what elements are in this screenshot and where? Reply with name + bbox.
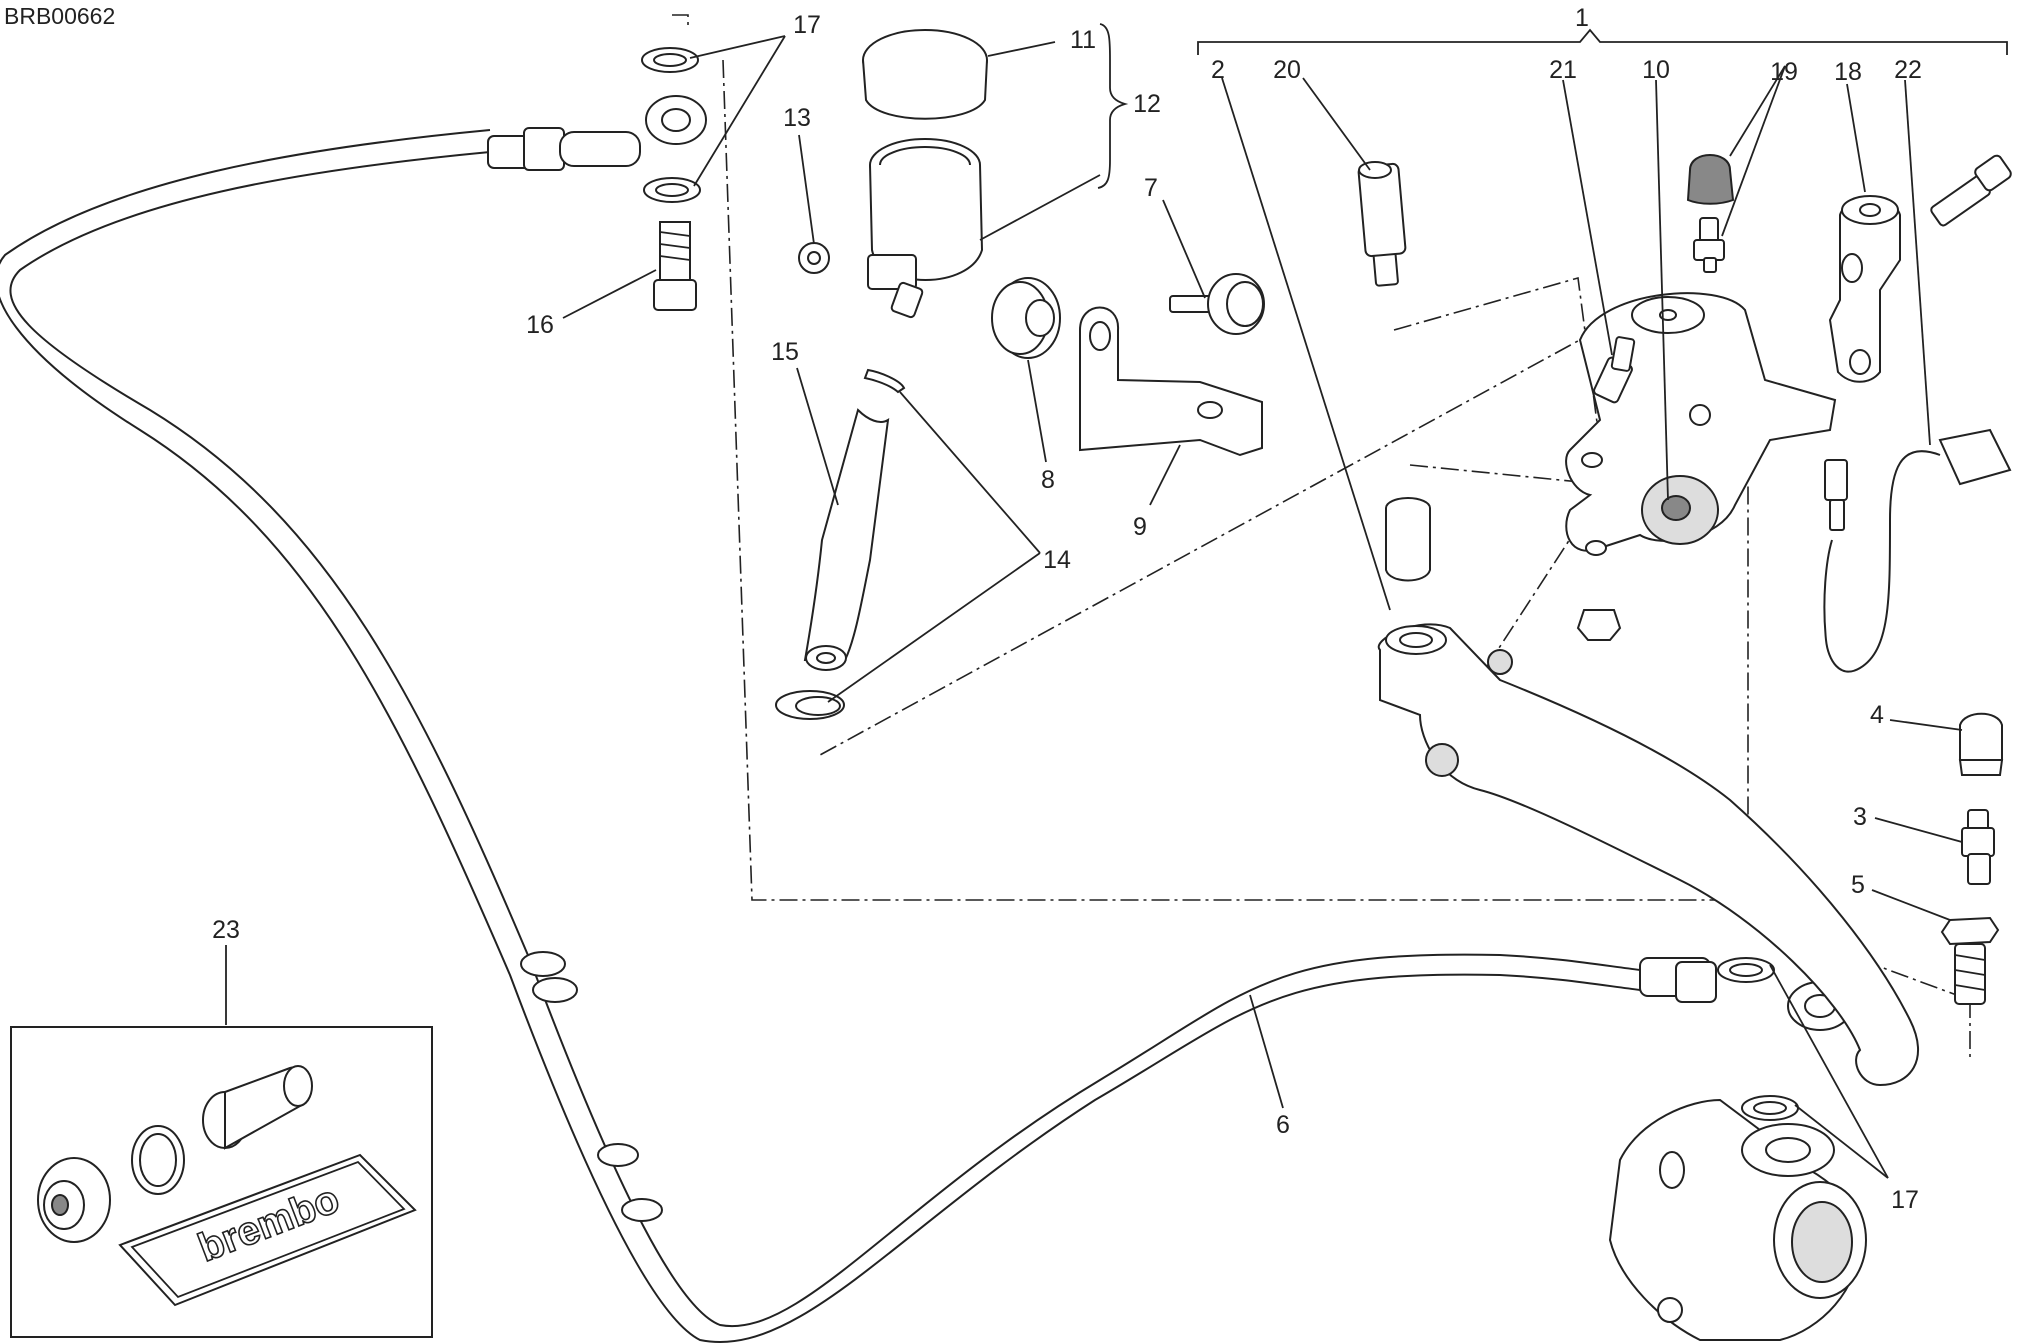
clamp-bolt [1930, 154, 2012, 227]
diagram-code: BRB00662 [4, 3, 115, 29]
callout-label: 2 [1211, 56, 1225, 84]
callout-label: 4 [1870, 701, 1884, 729]
callout-label: 8 [1041, 466, 1055, 494]
lever-switch-wire [1823, 428, 2012, 673]
callout-label: 23 [212, 916, 240, 944]
hose-fitting-upper [487, 95, 707, 171]
reservoir-cap [862, 29, 988, 120]
sealing-washer-upper [641, 47, 701, 203]
hose-collar-mid [520, 951, 663, 1222]
master-cylinder-body [1565, 292, 1837, 556]
slave-cylinder [1608, 1098, 1867, 1341]
hose-clamp-lower [775, 690, 845, 720]
bleed-screw [1961, 809, 1995, 885]
callout-label: 7 [1144, 174, 1158, 202]
callout-labels: 1 2 3 4 5 6 7 8 9 10 11 12 13 14 15 16 1… [212, 4, 1922, 1214]
breather-hose [803, 408, 890, 671]
clutch-hose [0, 129, 1641, 1343]
bracket-screw [1169, 273, 1265, 335]
lever-nut [1576, 609, 1622, 641]
pushrod-screw [1357, 161, 1407, 287]
bleed-valve-cap [1686, 154, 1735, 205]
callout-label: 9 [1133, 513, 1147, 541]
switch-connector [1593, 336, 1636, 404]
callout-label: 19 [1770, 58, 1798, 86]
bleed-valve [1693, 217, 1725, 273]
callout-label: 10 [1642, 56, 1670, 84]
callout-label: 18 [1834, 58, 1862, 86]
callout-label: 11 [1070, 26, 1096, 54]
callout-label: 17 [793, 11, 821, 39]
callout-label: 22 [1894, 56, 1922, 84]
clutch-lever [1377, 623, 1920, 1087]
hose-clamp-upper [863, 368, 906, 394]
callout-label: 3 [1853, 803, 1867, 831]
leader-lines [225, 23, 2008, 1179]
kit-piston [202, 1065, 313, 1150]
bleed-screw-cap [1958, 712, 2004, 776]
callout-label: 12 [1133, 90, 1161, 118]
callout-label: 20 [1273, 56, 1301, 84]
callout-label: 16 [526, 311, 554, 339]
callout-label: 5 [1851, 871, 1865, 899]
callout-label: 13 [783, 104, 811, 132]
sealing-washer-lower [1717, 957, 1799, 1121]
callout-label: 15 [771, 338, 799, 366]
reservoir-nut [798, 242, 830, 274]
callout-label: 6 [1276, 1111, 1290, 1139]
rubber-grommet [991, 277, 1061, 359]
lower-banjo-bolt [1940, 916, 2000, 1005]
callout-label: 14 [1043, 546, 1071, 574]
fluid-reservoir [867, 138, 984, 319]
reservoir-bracket [1079, 306, 1263, 457]
callout-label: 17 [1891, 1186, 1919, 1214]
callout-label: 21 [1549, 56, 1577, 84]
kit-dust-boot [37, 1157, 111, 1243]
lever-pivot-bushing [1385, 497, 1431, 582]
kit-circlip [131, 1125, 185, 1195]
mounting-clamp [1828, 195, 1901, 383]
banjo-bolt [653, 221, 697, 311]
callout-label: 1 [1575, 4, 1589, 32]
